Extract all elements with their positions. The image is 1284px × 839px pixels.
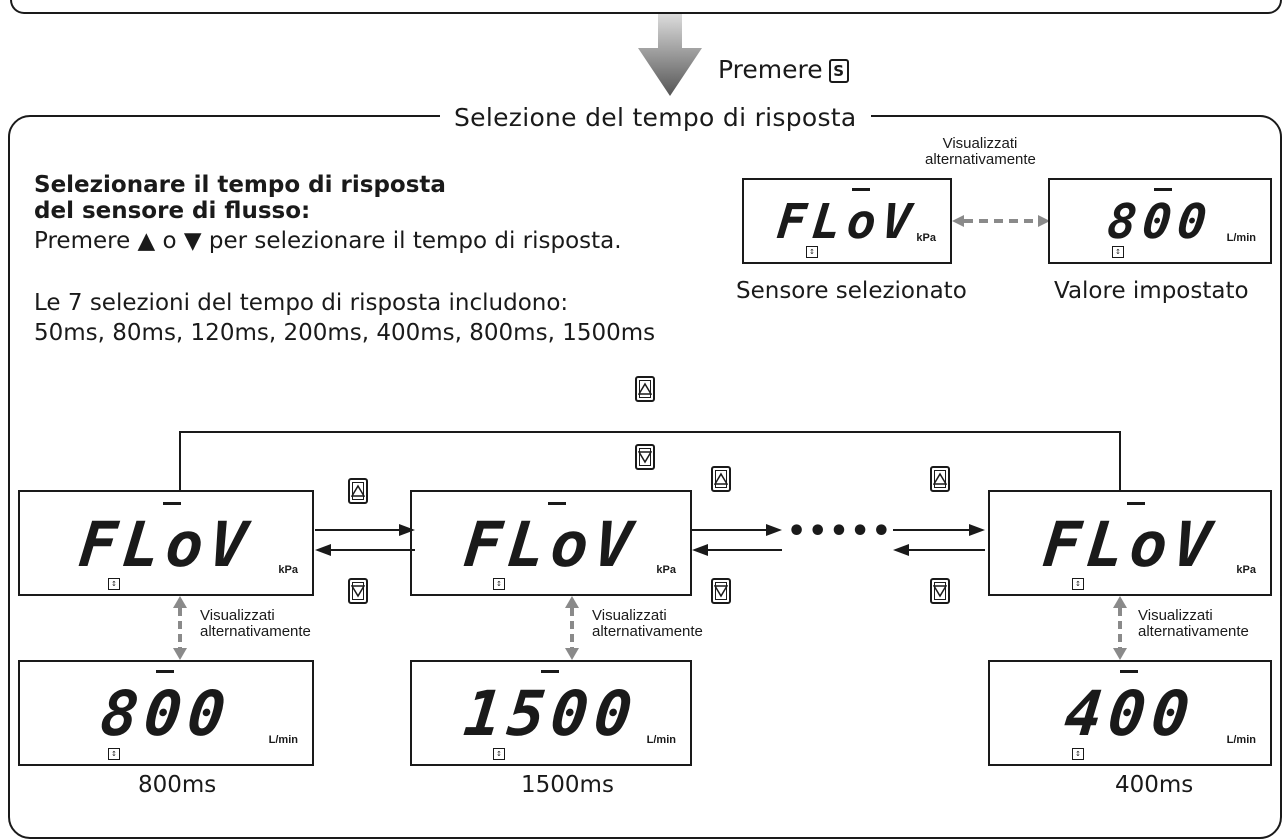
response-time-caption-2: 1500ms xyxy=(521,772,614,798)
alternate-arrow-2 xyxy=(565,596,579,660)
more-states-ellipsis: ••••• xyxy=(787,514,893,549)
lcd-text: FLoV xyxy=(1039,508,1221,581)
set-key-icon: S xyxy=(828,59,849,83)
lcd-unit: kPa xyxy=(916,232,936,244)
output-indicator-icon: ↕ xyxy=(1112,246,1124,258)
instructions-heading: Selezionare il tempo di risposta del sen… xyxy=(34,172,446,224)
legend-sensor-display: FLoV ↕ kPa xyxy=(742,178,952,264)
previous-step-frame xyxy=(10,0,1282,14)
lcd-text: FLoV xyxy=(460,508,642,581)
alternate-label-line-1: Visualizzati xyxy=(942,135,1018,152)
sensor-display-2: FLoV ↕ kPa xyxy=(410,490,692,596)
alternate-arrow-3 xyxy=(1113,596,1127,660)
transition-arrows-dots-3 xyxy=(893,524,985,556)
lcd-unit: L/min xyxy=(1226,734,1256,746)
up-key-icon xyxy=(711,466,731,492)
value-display-3: 400 ↕ L/min xyxy=(988,660,1272,766)
down-key-icon xyxy=(635,444,655,470)
value-display-1: 800 ↕ L/min xyxy=(18,660,314,766)
output-indicator-icon: ↕ xyxy=(108,748,120,760)
up-key-icon xyxy=(930,466,950,492)
legend-sensor-caption: Sensore selezionato xyxy=(736,278,967,304)
transition-arrows-2-dots xyxy=(692,524,782,556)
press-label: Premere xyxy=(718,55,823,84)
output-indicator-icon: ↕ xyxy=(1072,748,1084,760)
down-key-icon xyxy=(348,578,368,604)
legend-alternate-arrow xyxy=(952,215,1050,227)
lcd-unit: kPa xyxy=(656,564,676,576)
sensor-display-1: FLoV ↕ kPa xyxy=(18,490,314,596)
next-step-arrow xyxy=(638,14,702,96)
lcd-unit: L/min xyxy=(646,734,676,746)
down-key-icon xyxy=(930,578,950,604)
output-indicator-icon: ↕ xyxy=(108,578,120,590)
output-indicator-icon: ↕ xyxy=(493,748,505,760)
down-key-icon xyxy=(711,578,731,604)
response-time-caption-1: 800ms xyxy=(138,772,217,798)
alternate-arrow-1 xyxy=(173,596,187,660)
lcd-unit: L/min xyxy=(1226,232,1256,244)
legend-value-caption: Valore impostato xyxy=(1054,278,1249,304)
lcd-unit: L/min xyxy=(268,734,298,746)
legend-alternate-label: Visualizzati alternativamente xyxy=(925,135,1036,168)
instruction-line-2: Le 7 selezioni del tempo di risposta inc… xyxy=(34,290,569,316)
alternate-label-line-2: alternativamente xyxy=(925,151,1036,168)
instruction-line-3: 50ms, 80ms, 120ms, 200ms, 400ms, 800ms, … xyxy=(34,320,656,346)
output-indicator-icon: ↕ xyxy=(493,578,505,590)
heading-line-1: Selezionare il tempo di risposta xyxy=(34,172,446,198)
up-key-icon xyxy=(635,376,655,402)
response-time-caption-3: 400ms xyxy=(1115,772,1194,798)
legend-value-display: 800 ↕ L/min xyxy=(1048,178,1272,264)
output-indicator-icon: ↕ xyxy=(806,246,818,258)
output-indicator-icon: ↕ xyxy=(1072,578,1084,590)
instruction-line-1: Premere ▲ o ▼ per selezionare il tempo d… xyxy=(34,228,622,254)
wraparound-line xyxy=(179,431,1121,490)
lcd-unit: kPa xyxy=(1236,564,1256,576)
lcd-unit: kPa xyxy=(278,564,298,576)
value-display-2: 1500 ↕ L/min xyxy=(410,660,692,766)
transition-arrows-1-2 xyxy=(315,524,415,556)
heading-line-2: del sensore di flusso: xyxy=(34,198,311,224)
lcd-text: FLoV xyxy=(75,508,257,581)
up-key-icon xyxy=(348,478,368,504)
section-title: Selezione del tempo di risposta xyxy=(440,103,871,132)
sensor-display-3: FLoV ↕ kPa xyxy=(988,490,1272,596)
